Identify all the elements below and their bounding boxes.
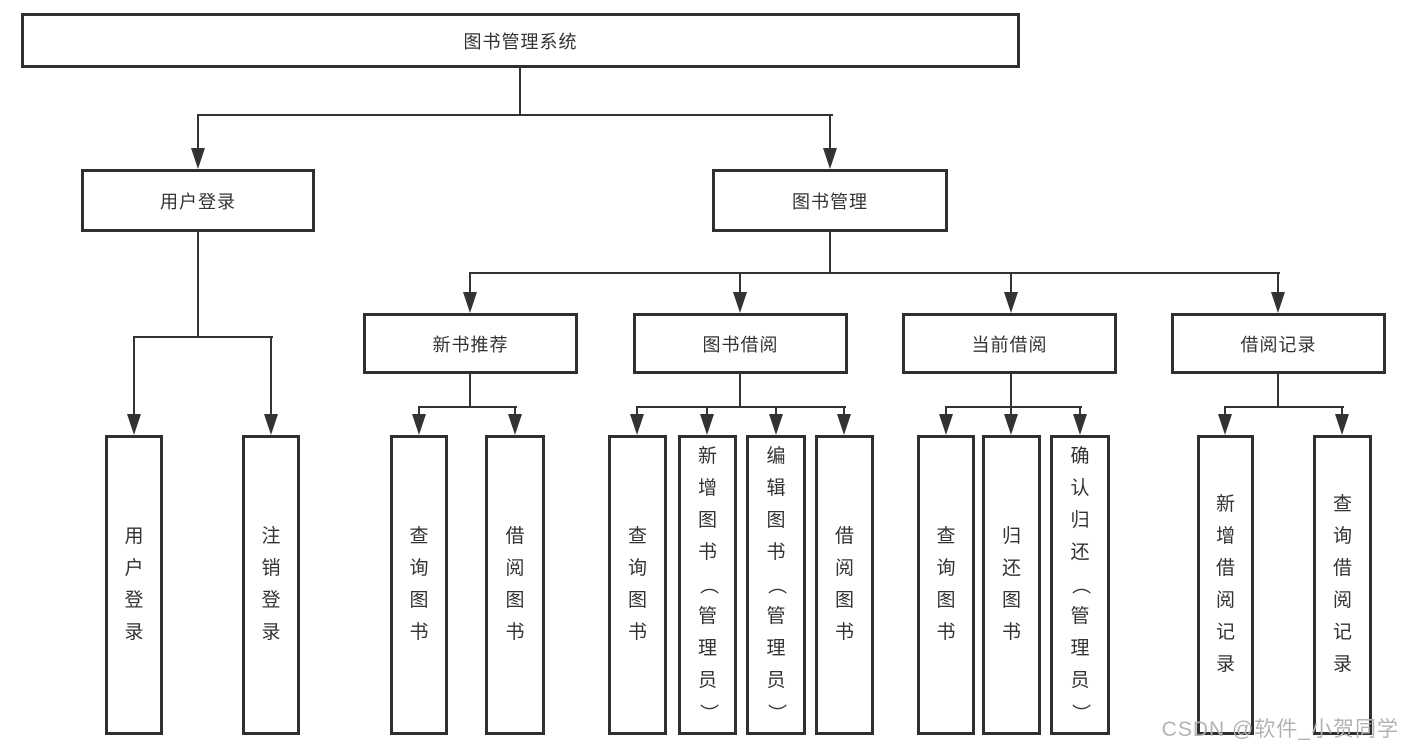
leaf-add-borrow-record: 新增借阅记录: [1197, 435, 1254, 735]
connector-line: [739, 373, 741, 408]
node-label: 图书借阅: [702, 334, 779, 355]
arrow-down-icon: [1073, 414, 1087, 435]
connector-line: [133, 336, 135, 418]
connector-line: [469, 272, 1280, 274]
leaf-label: 新增借阅记录: [1215, 494, 1235, 675]
connector-line: [197, 114, 833, 116]
connector-line: [197, 232, 199, 338]
connector-line: [945, 406, 1082, 408]
leaf-label: 确认归还（管理员）: [1069, 446, 1091, 723]
arrow-down-icon: [264, 414, 278, 435]
arrow-down-icon: [733, 292, 747, 313]
arrow-down-icon: [939, 414, 953, 435]
connector-line: [1079, 406, 1081, 418]
arrow-down-icon: [1004, 292, 1018, 313]
leaf-label: 注销登录: [261, 526, 281, 643]
leaf-label: 编辑图书（管理员）: [765, 446, 787, 723]
node-user-login: 用户登录: [81, 169, 315, 232]
connector-line: [945, 406, 947, 418]
connector-line: [469, 272, 471, 296]
leaf-borrow-books-1: 借阅图书: [485, 435, 545, 735]
arrow-down-icon: [1218, 414, 1232, 435]
arrow-down-icon: [700, 414, 714, 435]
arrow-down-icon: [823, 148, 837, 169]
leaf-logout: 注销登录: [242, 435, 300, 735]
connector-line: [843, 406, 845, 418]
connector-line: [133, 336, 273, 338]
csdn-watermark: CSDN @软件_小贺同学: [1161, 718, 1399, 741]
node-label: 用户登录: [160, 191, 236, 212]
leaf-query-books-2: 查询图书: [608, 435, 667, 735]
leaf-label: 新增图书（管理员）: [697, 446, 719, 723]
leaf-confirm-return-admin: 确认归还（管理员）: [1050, 435, 1110, 735]
connector-line: [418, 406, 517, 408]
connector-line: [1277, 272, 1279, 296]
arrow-down-icon: [191, 148, 205, 169]
leaf-label: 查询图书: [627, 526, 647, 643]
leaf-label: 查询图书: [936, 526, 956, 643]
arrow-down-icon: [769, 414, 783, 435]
connector-line: [1224, 406, 1226, 418]
connector-line: [1010, 272, 1012, 296]
connector-line: [1224, 406, 1344, 408]
node-library-management-system: 图书管理系统: [21, 13, 1020, 68]
leaf-label: 归还图书: [1001, 526, 1021, 643]
leaf-label: 借阅图书: [505, 526, 525, 643]
connector-line: [519, 68, 521, 116]
arrow-down-icon: [127, 414, 141, 435]
leaf-edit-books-admin: 编辑图书（管理员）: [746, 435, 806, 735]
node-label: 图书管理系统: [463, 31, 578, 52]
connector-line: [197, 114, 199, 152]
connector-line: [739, 272, 741, 296]
connector-line: [706, 406, 708, 418]
leaf-query-borrow-record: 查询借阅记录: [1313, 435, 1372, 735]
connector-line: [469, 373, 471, 408]
node-label: 当前借阅: [971, 334, 1048, 355]
arrow-down-icon: [837, 414, 851, 435]
leaf-borrow-books-2: 借阅图书: [815, 435, 874, 735]
connector-line: [1010, 406, 1012, 418]
arrow-down-icon: [508, 414, 522, 435]
leaf-add-books-admin: 新增图书（管理员）: [678, 435, 737, 735]
arrow-down-icon: [630, 414, 644, 435]
connector-line: [775, 406, 777, 418]
node-current-borrow: 当前借阅: [902, 313, 1117, 374]
connector-line: [1341, 406, 1343, 418]
connector-line: [829, 114, 831, 152]
connector-line: [514, 406, 516, 418]
leaf-label: 查询借阅记录: [1332, 494, 1352, 675]
leaf-query-books-1: 查询图书: [390, 435, 448, 735]
arrow-down-icon: [1004, 414, 1018, 435]
leaf-label: 借阅图书: [834, 526, 854, 643]
leaf-label: 用户登录: [124, 526, 144, 643]
leaf-query-books-3: 查询图书: [917, 435, 975, 735]
connector-line: [270, 336, 272, 418]
arrow-down-icon: [412, 414, 426, 435]
node-label: 借阅记录: [1240, 334, 1317, 355]
arrow-down-icon: [1335, 414, 1349, 435]
connector-line: [418, 406, 420, 418]
node-book-borrow: 图书借阅: [633, 313, 848, 374]
connector-line: [636, 406, 846, 408]
node-new-book-recommend: 新书推荐: [363, 313, 578, 374]
node-book-management: 图书管理: [712, 169, 948, 232]
arrow-down-icon: [1271, 292, 1285, 313]
connector-line: [829, 232, 831, 274]
arrow-down-icon: [463, 292, 477, 313]
leaf-label: 查询图书: [409, 526, 429, 643]
node-label: 新书推荐: [432, 334, 509, 355]
node-label: 图书管理: [792, 191, 868, 212]
connector-line: [636, 406, 638, 418]
node-borrow-records: 借阅记录: [1171, 313, 1386, 374]
connector-line: [1277, 373, 1279, 408]
leaf-return-books: 归还图书: [982, 435, 1041, 735]
connector-line: [1010, 373, 1012, 408]
leaf-user-login: 用户登录: [105, 435, 163, 735]
